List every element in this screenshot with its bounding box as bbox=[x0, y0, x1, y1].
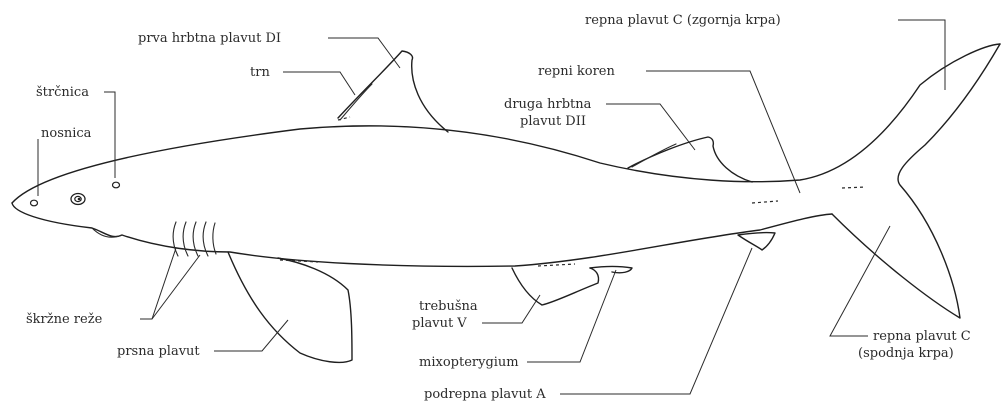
label-prva-hrbtna-plavut: prva hrbtna plavut DI bbox=[138, 31, 281, 46]
label-repna-spodnja-1: repna plavut C bbox=[873, 329, 971, 344]
label-trn: trn bbox=[250, 65, 270, 80]
pectoral-fin bbox=[228, 252, 352, 362]
label-nosnica: nosnica bbox=[41, 126, 92, 141]
dorsal-profile bbox=[12, 44, 1000, 203]
label-repna-spodnja-2: (spodnja krpa) bbox=[858, 346, 954, 361]
anal-fin bbox=[738, 233, 775, 250]
eye bbox=[71, 194, 85, 205]
label-prsna-plavut: prsna plavut bbox=[117, 344, 200, 359]
label-repna-plavut-zgornja: repna plavut C (zgornja krpa) bbox=[585, 13, 781, 28]
first-dorsal-base bbox=[338, 117, 350, 120]
label-trebusna-1: trebušna bbox=[419, 299, 478, 314]
dorsal-spine bbox=[340, 84, 372, 120]
pelvic-fin bbox=[512, 268, 599, 305]
caudal-keel-upper bbox=[842, 187, 866, 188]
first-dorsal-fin bbox=[338, 51, 448, 132]
caudal-keel-lower bbox=[752, 201, 778, 203]
label-mixopterygium: mixopterygium bbox=[419, 355, 519, 370]
label-podrepna-plavut: podrepna plavut A bbox=[424, 387, 546, 402]
label-trebusna-2: plavut V bbox=[412, 316, 467, 331]
nostril bbox=[31, 200, 38, 206]
spiracle bbox=[113, 182, 120, 188]
label-repni-koren: repni koren bbox=[538, 64, 616, 79]
label-strcnica: štrčnica bbox=[36, 85, 89, 100]
label-druga-hrbtna-2: plavut DII bbox=[520, 114, 586, 129]
pelvic-fin-base bbox=[538, 264, 575, 266]
caudal-fin bbox=[832, 44, 1000, 318]
label-skrzne-reze: škržne reže bbox=[26, 312, 103, 327]
ventral-profile bbox=[12, 203, 832, 266]
leader-lines bbox=[38, 20, 945, 394]
shark-body bbox=[12, 44, 1000, 318]
label-druga-hrbtna-1: druga hrbtna bbox=[504, 97, 592, 112]
